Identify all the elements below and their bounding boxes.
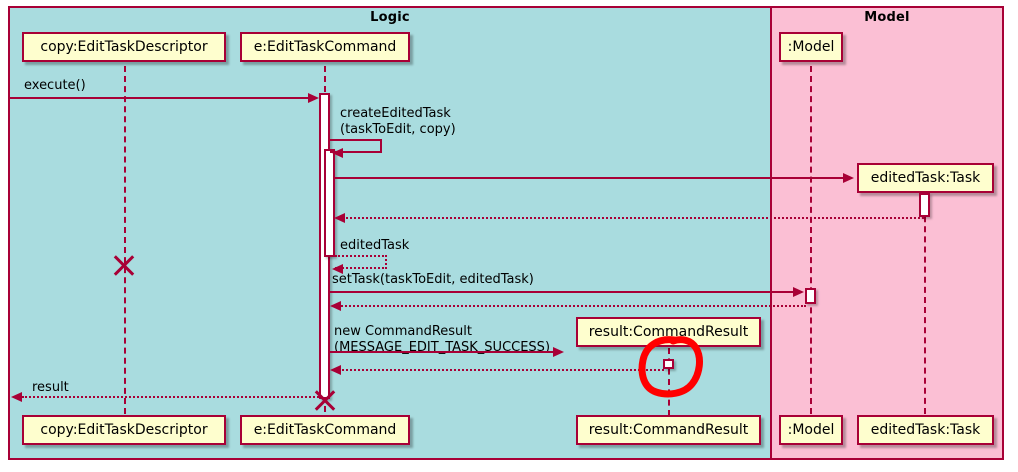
package-logic-title: Logic [370, 10, 410, 25]
message-arrowhead-create [332, 148, 343, 158]
message-label-settask: setTask(taskToEdit, editedTask) [332, 272, 534, 287]
participant-result-bottom[interactable]: result:CommandResult [576, 415, 761, 445]
message-arrowhead-newresult [553, 347, 564, 357]
package-model: Model [770, 6, 1004, 460]
message-arrowhead-settask [793, 287, 804, 297]
message-label-create-line2: (taskToEdit, copy) [340, 122, 456, 137]
lifeline-editedtask [924, 196, 926, 414]
message-arrowhead-editedtask-return [334, 213, 345, 223]
participant-model-top[interactable]: :Model [779, 32, 843, 62]
message-line-execute [10, 97, 310, 99]
participant-editedtask-created[interactable]: editedTask:Task [857, 163, 994, 193]
message-arrowhead-result-return [11, 392, 22, 402]
lifeline-copy [124, 66, 126, 414]
activation-result [663, 359, 674, 369]
message-line-settask [329, 291, 795, 293]
message-self-create [330, 139, 382, 153]
participant-result-bottom-label: result:CommandResult [588, 422, 749, 438]
message-line-create-task [334, 177, 844, 179]
participant-command-top-label: e:EditTaskCommand [253, 39, 397, 55]
message-label-create-line1: createEditedTask [340, 106, 451, 121]
message-self-editedtask [335, 255, 387, 269]
message-label-result-return: result [32, 380, 69, 395]
participant-copy-top[interactable]: copy:EditTaskDescriptor [22, 32, 226, 62]
destroy-marker-command [312, 386, 338, 412]
destroy-marker-copy [111, 251, 137, 277]
participant-editedtask-created-label: editedTask:Task [870, 170, 981, 186]
message-arrowhead-execute [308, 93, 319, 103]
message-label-execute: execute() [24, 78, 86, 93]
lifeline-model [810, 66, 812, 414]
participant-command-bottom[interactable]: e:EditTaskCommand [240, 415, 410, 445]
activation-editedtask [919, 193, 930, 217]
message-label-newresult-line1: new CommandResult [334, 324, 472, 339]
message-arrowhead-editedtask-self [332, 264, 343, 274]
participant-editedtask-bottom[interactable]: editedTask:Task [857, 415, 994, 445]
activation-command-nested [324, 149, 335, 257]
participant-command-top[interactable]: e:EditTaskCommand [240, 32, 410, 62]
participant-editedtask-bottom-label: editedTask:Task [870, 422, 981, 438]
message-line-settask-return [334, 305, 806, 307]
participant-copy-bottom[interactable]: copy:EditTaskDescriptor [22, 415, 226, 445]
message-arrowhead-settask-return [330, 301, 341, 311]
message-arrowhead-newresult-return [330, 365, 341, 375]
participant-copy-top-label: copy:EditTaskDescriptor [40, 39, 208, 55]
activation-model [805, 288, 816, 304]
message-line-editedtask-return [338, 217, 924, 219]
participant-model-bottom-label: :Model [787, 422, 835, 438]
message-label-editedtask: editedTask [340, 238, 410, 253]
package-logic: Logic [8, 6, 772, 460]
participant-model-bottom[interactable]: :Model [779, 415, 843, 445]
message-line-result-return [22, 396, 322, 398]
participant-command-bottom-label: e:EditTaskCommand [253, 422, 397, 438]
participant-model-top-label: :Model [787, 39, 835, 55]
participant-result-created-label: result:CommandResult [588, 324, 749, 340]
package-model-title: Model [864, 10, 910, 25]
message-line-newresult-return [334, 369, 664, 371]
participant-copy-bottom-label: copy:EditTaskDescriptor [40, 422, 208, 438]
message-arrowhead-create-task [843, 173, 854, 183]
participant-result-created[interactable]: result:CommandResult [576, 317, 761, 347]
message-line-newresult [329, 351, 554, 353]
